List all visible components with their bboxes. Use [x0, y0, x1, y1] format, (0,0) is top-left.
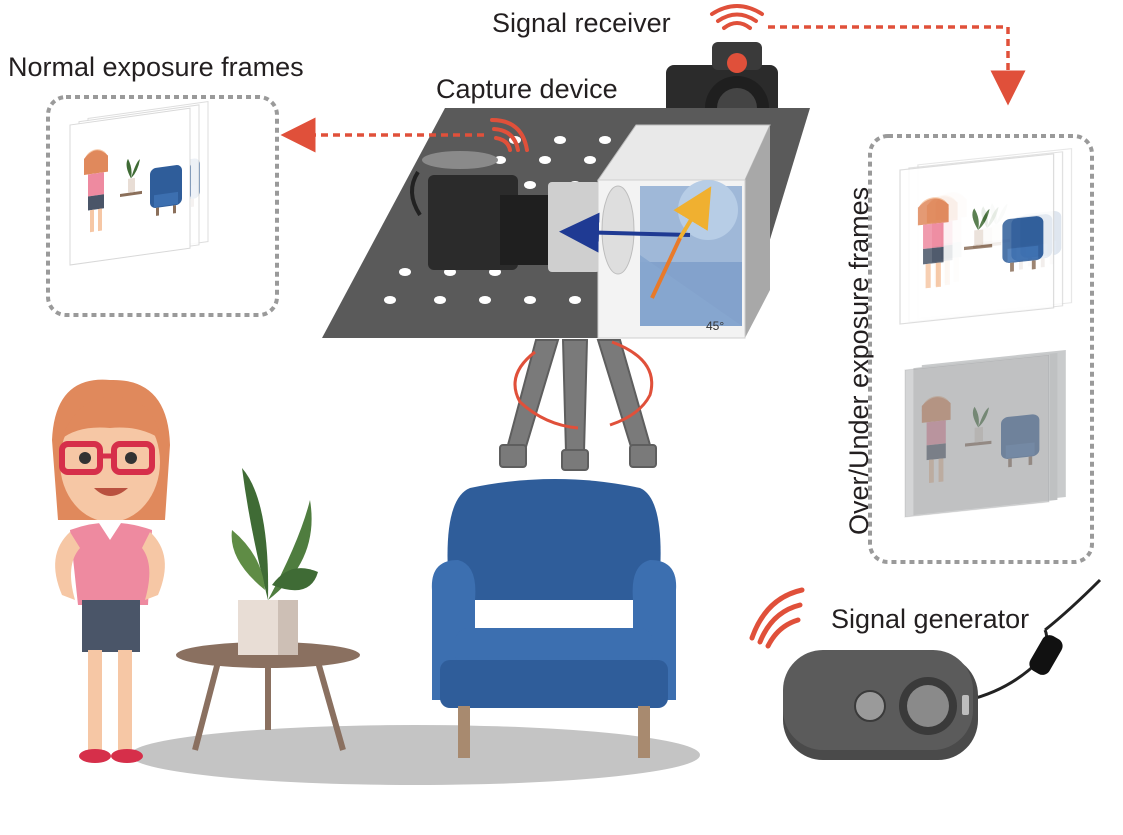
- over-under-frames-border: [868, 134, 1094, 564]
- normal-frame-stack: [69, 101, 209, 266]
- plant-table: [176, 468, 360, 751]
- armchair: [431, 479, 677, 758]
- woman-figure: [52, 379, 170, 763]
- tripod-icon: [499, 339, 657, 471]
- receiver-signal-waves-icon: [710, 4, 764, 30]
- over-under-frames-panel: [868, 134, 1094, 564]
- orange-light-arrow: [650, 237, 682, 299]
- angle-label: 45°: [706, 319, 724, 333]
- rotation-arrows: [513, 340, 654, 430]
- signal-arrow-to-over-under: [768, 25, 1026, 106]
- over-exposure-stack: [899, 148, 1073, 325]
- capture-device-label: Capture device: [436, 74, 618, 104]
- blue-light-arrow: [559, 212, 691, 253]
- generator-signal-waves-icon: [749, 587, 805, 649]
- normal-frames-panel: [46, 95, 279, 317]
- remote-control-icon: [783, 578, 1102, 760]
- platform-signal-waves-icon: [490, 118, 529, 152]
- under-exposure-stack: [904, 349, 1066, 518]
- over-under-exposure-frames-label: Over/Under exposure frames: [844, 186, 874, 535]
- normal-exposure-frames-label: Normal exposure frames: [8, 52, 304, 82]
- yellow-light-arrow: [673, 186, 712, 240]
- signal-receiver-label: Signal receiver: [492, 8, 671, 38]
- floor-shadow: [130, 725, 700, 785]
- signal-generator-label: Signal generator: [831, 604, 1030, 634]
